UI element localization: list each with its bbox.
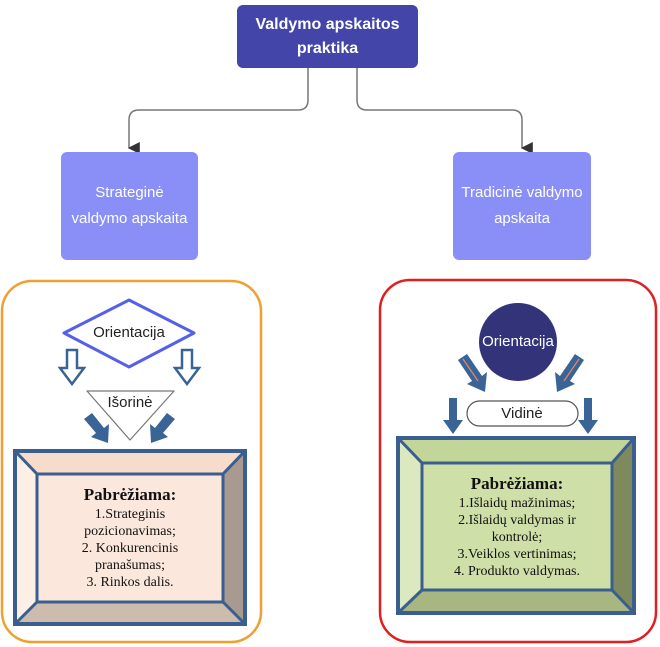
strategic-node: Strateginė valdymo apskaita [61, 152, 198, 260]
strategic-emphasis-item: 1.Strateginis [94, 507, 166, 522]
connector-right [356, 68, 533, 154]
traditional-title: Tradicinė valdymo apskaita [461, 184, 583, 227]
diag-arrow-left-a [84, 413, 109, 443]
traditional-emphasis-item: 3.Veiklos vertinimas; [457, 547, 577, 562]
strategic-title: Strateginė valdymo apskaita [71, 184, 188, 227]
traditional-direction-label: Vidinė [501, 405, 543, 422]
traditional-emphasis-item: 4. Produkto valdymas. [454, 564, 580, 579]
traditional-emphasis-heading: Pabrėžiama: [470, 474, 564, 493]
root-title: Valdymo apskaitos praktika [255, 15, 400, 57]
strategic-emphasis-heading: Pabrėžiama: [83, 485, 177, 504]
strategic-emphasis-text: Pabrėžiama: 1.Strateginis pozicionavimas… [37, 484, 223, 591]
traditional-emphasis-frame [396, 436, 636, 615]
traditional-emphasis-item: kontrolė; [491, 530, 543, 545]
diag-arrow-right-a [458, 354, 487, 392]
down-arrow-right-b [578, 398, 598, 434]
connector-left [127, 68, 309, 154]
strategic-emphasis-frame [13, 449, 247, 626]
direction-ellipse [466, 400, 579, 427]
diag-arrow-right-b [555, 354, 584, 392]
strategic-emphasis-item: pranašumas; [95, 558, 165, 573]
traditional-orientation-label: Orientacija [482, 333, 554, 350]
diag-arrow-left-b [150, 413, 175, 443]
traditional-emphasis-item: 2.Išlaidų valdymas ir [458, 513, 576, 528]
orientation-circle [479, 303, 557, 381]
root-node: Valdymo apskaitos praktika [237, 5, 418, 68]
strategic-emphasis-item: 2. Konkurencinis [81, 541, 179, 556]
strategic-emphasis-item: 3. Rinkos dalis. [86, 575, 174, 590]
down-arrow-right-a [443, 398, 463, 434]
strategic-direction-label: Išorinė [107, 394, 153, 411]
traditional-emphasis-item: 1.Išlaidų mažinimas; [458, 496, 576, 511]
traditional-emphasis-text: Pabrėžiama: 1.Išlaidų mažinimas; 2.Išlai… [422, 473, 612, 580]
hollow-arrow-right [172, 348, 202, 387]
traditional-node: Tradicinė valdymo apskaita [453, 152, 591, 260]
orientation-diamond [62, 298, 196, 369]
direction-triangle [86, 390, 175, 441]
hollow-arrow-left [57, 348, 87, 387]
strategic-orientation-label: Orientacija [93, 324, 165, 341]
strategic-emphasis-item: pozicionavimas; [84, 524, 176, 539]
